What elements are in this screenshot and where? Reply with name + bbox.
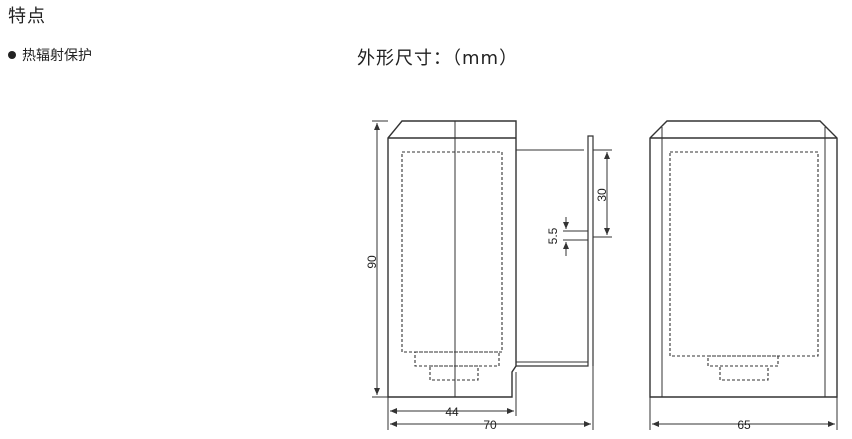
dim-rail-gap: 5.5 [546,227,560,244]
feature-item: 热辐射保护 [8,45,92,65]
dim-width-total: 70 [483,418,497,432]
bullet-icon [8,51,16,59]
dim-height: 90 [365,255,379,269]
dimensions-title: 外形尺寸：（mm） [357,48,519,69]
front-view [387,120,594,398]
dim-rail-top: 30 [595,188,609,202]
dimension-lines [372,120,838,430]
dimension-labels: 90 44 70 65 30 5.5 [365,188,751,432]
feature-label: 热辐射保护 [22,48,92,64]
section-heading: 特点 [8,6,46,27]
dim-width-inner: 44 [445,405,459,419]
side-view [649,120,838,398]
dim-width-side: 65 [737,418,751,432]
